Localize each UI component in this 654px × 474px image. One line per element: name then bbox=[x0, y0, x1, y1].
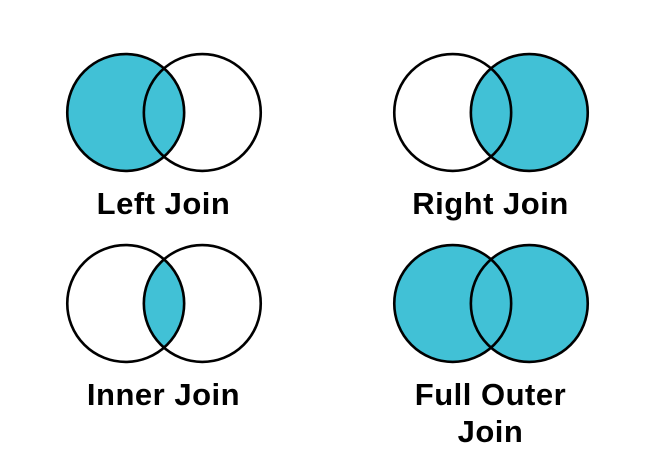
shaded-right-region bbox=[470, 54, 588, 171]
inner-join-label: Inner Join bbox=[86, 377, 241, 412]
venn-diagram-inner-join bbox=[65, 243, 262, 364]
shaded-left-region bbox=[66, 54, 184, 171]
left-set-circle bbox=[392, 52, 512, 173]
right-set-circle bbox=[469, 52, 589, 173]
full-outer-join-label: Full Outer Join bbox=[414, 377, 567, 449]
venn-diagram-left-join bbox=[65, 52, 262, 173]
right-set-circle bbox=[469, 243, 589, 364]
right-set-circle bbox=[142, 52, 262, 173]
right-set-circle bbox=[142, 243, 262, 364]
shaded-right-region bbox=[470, 245, 588, 362]
venn-diagram-right-join bbox=[392, 52, 589, 173]
right-join-label: Right Join bbox=[412, 186, 569, 221]
panel-right-join: Right Join bbox=[327, 0, 654, 237]
left-set-circle bbox=[65, 243, 185, 364]
left-set-circle bbox=[392, 243, 512, 364]
panel-inner-join: Inner Join bbox=[0, 237, 327, 474]
left-set-circle bbox=[65, 52, 185, 173]
shaded-intersection-region bbox=[143, 245, 184, 362]
venn-diagram-full-outer-join bbox=[392, 243, 589, 364]
panel-left-join: Left Join bbox=[0, 0, 327, 237]
left-join-label: Left Join bbox=[96, 186, 231, 221]
panel-full-outer-join: Full Outer Join bbox=[327, 237, 654, 474]
